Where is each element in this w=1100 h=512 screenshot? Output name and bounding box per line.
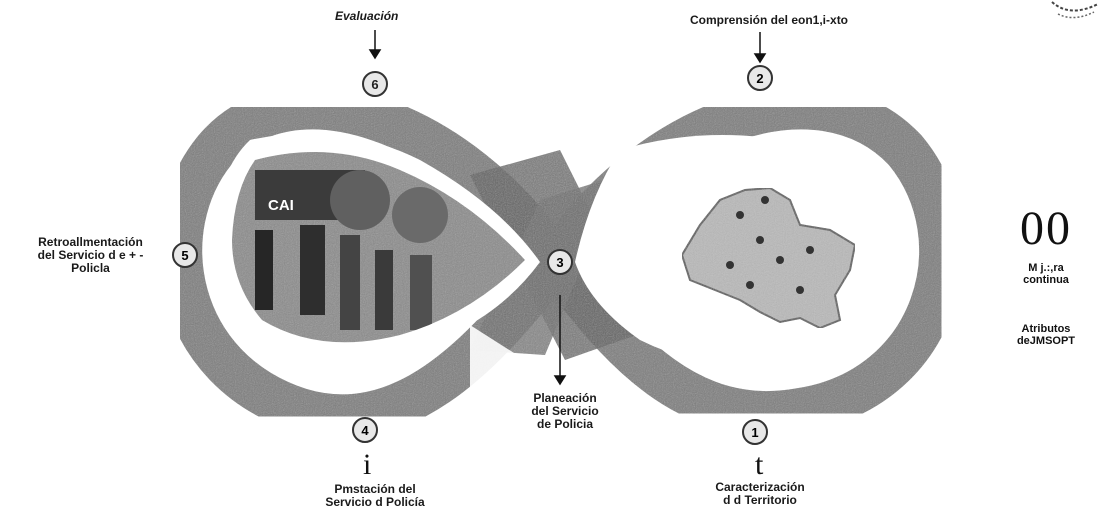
svg-text:1: 1: [751, 425, 758, 440]
label-context: Comprensión del eon1,i-xto: [690, 13, 849, 27]
label-provision-line1: Pmstación del: [334, 482, 416, 496]
step-node-4: 4: [352, 417, 378, 443]
step-node-5: 5: [172, 242, 198, 268]
side-line2: continua: [1023, 274, 1069, 286]
svg-text:4: 4: [361, 423, 369, 438]
side-line1: M j.:,ra: [1028, 262, 1064, 274]
flow-arrow-left: [470, 325, 525, 395]
flow-arrow-right: [600, 160, 640, 205]
svg-text:5: 5: [181, 248, 188, 263]
arrow-planning: [553, 295, 567, 386]
arrow-context: [753, 32, 767, 64]
label-characterization-line1: Caracterización: [715, 480, 805, 494]
svg-text:2: 2: [756, 71, 763, 86]
label-feedback-line2: del Servicio d e + -: [37, 248, 144, 262]
step-node-6: 6: [362, 71, 388, 97]
label-provision-line2: Servicio d Policía: [325, 495, 425, 509]
svg-text:6: 6: [371, 77, 378, 92]
label-feedback-line3: Policla: [71, 261, 110, 275]
label-planning: Planeación del Servicio de Policia: [510, 392, 620, 431]
step-node-2: 2: [747, 65, 773, 91]
svg-text:3: 3: [556, 255, 563, 270]
side-big-text: 00: [1020, 202, 1072, 255]
label-feedback: Retroallmentación del Servicio d e + - P…: [8, 236, 173, 275]
label-planning-line3: de Policia: [536, 417, 594, 431]
center-crossing-band-2: [470, 175, 620, 355]
label-evaluation: Evaluación: [335, 9, 399, 23]
map-pins: [726, 196, 814, 294]
step-node-1: 1: [742, 419, 768, 445]
side-continuous-improvement: M j.:,ra continua: [1000, 262, 1092, 286]
label-feedback-line1: Retroallmentación: [38, 235, 143, 249]
label-planning-line2: del Servicio: [531, 404, 599, 418]
marker-provision: i: [363, 448, 372, 481]
right-loop-ring: [528, 85, 964, 436]
photo-cai-sign: CAI: [268, 197, 294, 214]
step-node-3: 3: [547, 249, 573, 275]
label-planning-line1: Planeación: [533, 391, 597, 405]
marker-characterization: t: [755, 448, 764, 481]
side-attributes: Atributos deJMSOPT: [1000, 323, 1092, 347]
label-characterization-line2: d d Territorio: [723, 493, 797, 507]
label-provision: Pmstación del Servicio d Policía: [300, 483, 450, 509]
side-attr-line1: Atributos: [1021, 323, 1071, 335]
side-attr-line2: deJMSOPT: [1016, 335, 1076, 347]
territory-map: [680, 186, 857, 330]
corner-seal-fragment: [1051, 1, 1099, 19]
arrow-evaluation: [368, 30, 382, 60]
left-loop-ring: [158, 85, 583, 439]
label-characterization: Caracterización d d Territorio: [690, 481, 830, 507]
